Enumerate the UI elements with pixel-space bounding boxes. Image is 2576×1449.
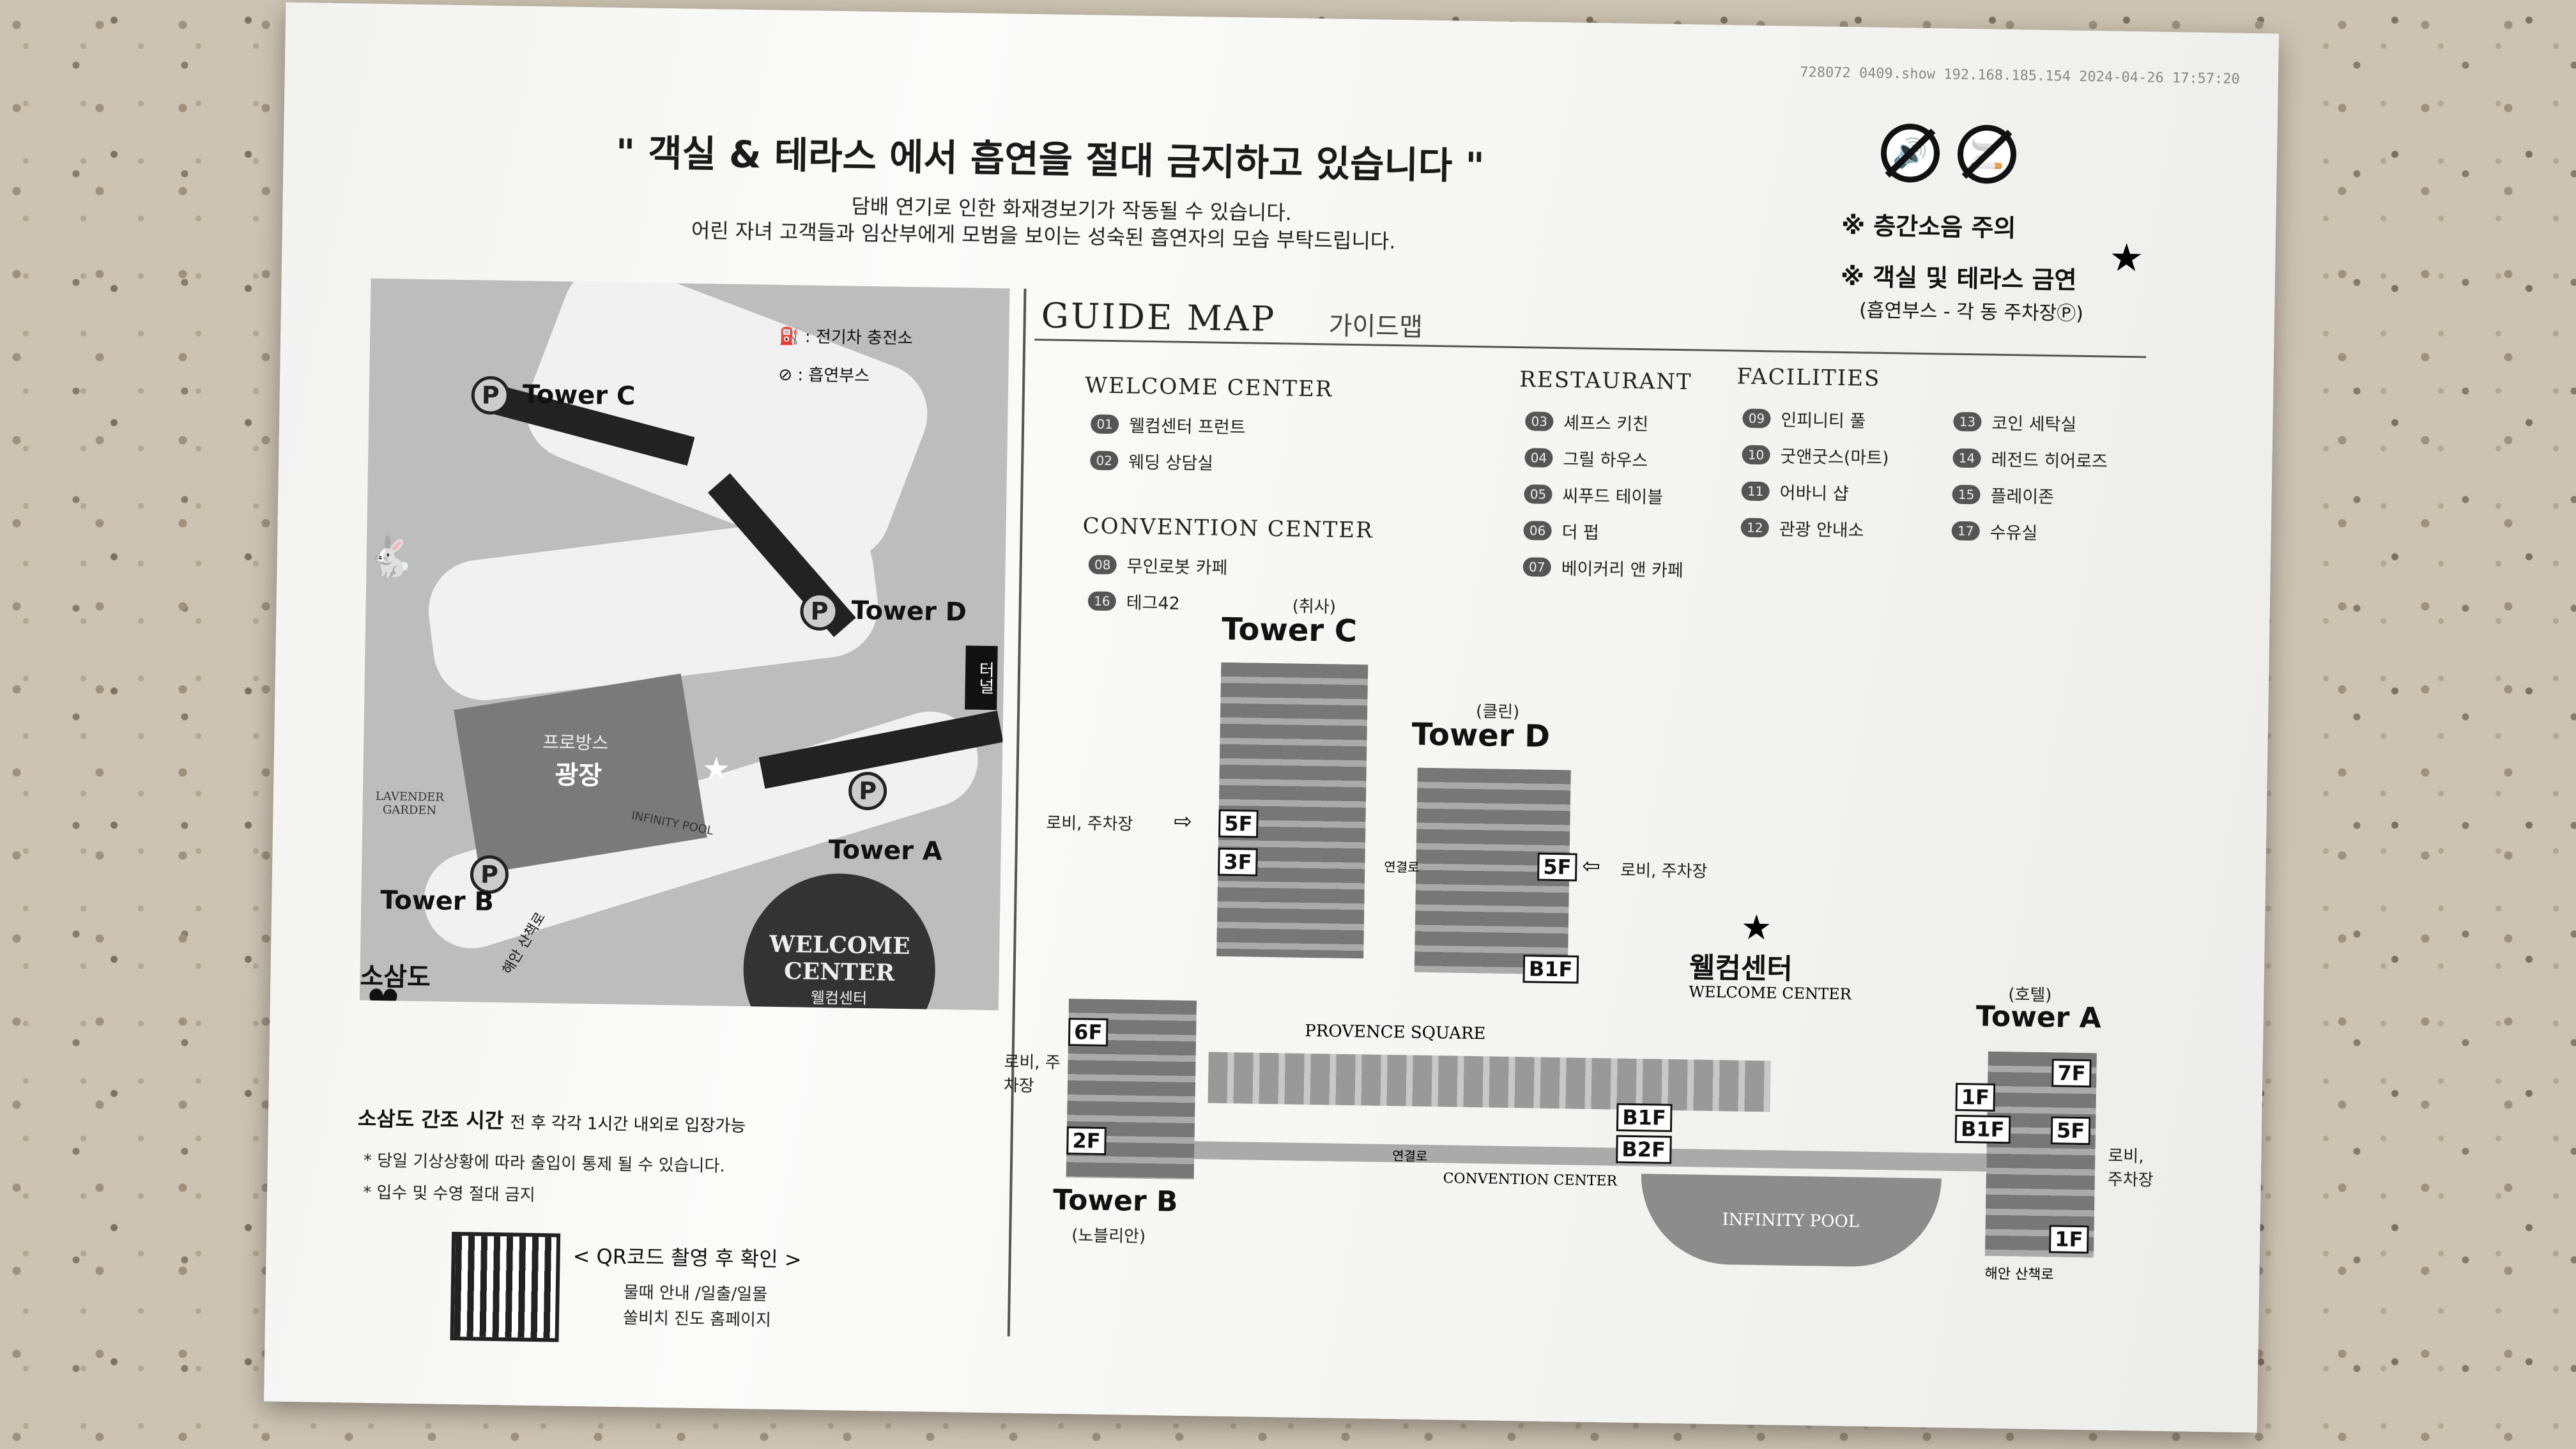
provence-square-elevation (1208, 1052, 1771, 1112)
legend-smoke: ⊘ : 흡연부스 (778, 365, 870, 387)
welcome-center-badge: WELCOME CENTER 웰컴센터 (742, 872, 937, 1011)
section-tower-a: Tower A (1975, 1000, 2102, 1035)
rabbit-icon: 🐇 (366, 534, 415, 580)
weather-note: * 당일 기상상황에 따라 출입이 통제 될 수 있습니다. (363, 1151, 725, 1176)
welcome-en-label: WELCOME CENTER (1689, 983, 1851, 1004)
map-tower-b: Tower B (379, 885, 494, 917)
legend-ev: ⛽ : 전기차 충전소 (779, 326, 913, 349)
heart-icon: ♥ (365, 981, 401, 1011)
tower-b-link-floor: 2F (1066, 1126, 1107, 1156)
convention-center-heading: CONVENTION CENTER (1082, 513, 1374, 544)
tower-a-lobby-floor: 5F (2050, 1116, 2091, 1146)
conv-b1: B1F (1616, 1103, 1673, 1132)
tower-b-lobby-label: 로비, 주차장 (1003, 1052, 1061, 1096)
qr-code[interactable] (450, 1231, 561, 1342)
link-bc: 연결로 (1392, 1148, 1428, 1164)
link-cd: 연결로 (1384, 859, 1420, 875)
guide-rule (1034, 339, 2147, 358)
facilities-heading: FACILITIES (1736, 364, 1881, 392)
map-tower-d: Tower D (851, 595, 967, 627)
panel-divider (1007, 288, 1027, 1337)
swim-note: * 입수 및 수영 절대 금지 (362, 1183, 535, 1205)
star-icon: ★ (1740, 907, 1772, 948)
tower-b-note: (노블리안) (1071, 1226, 1146, 1247)
provence-label: PROVENCE SQUARE (1305, 1021, 1486, 1044)
paper-sheet: 728072 0409.show 192.168.185.154 2024-04… (263, 2, 2280, 1433)
section-infinity-pool: INFINITY POOL (1722, 1210, 1860, 1232)
plaza-label-top: 프로방스 (542, 732, 609, 754)
tide-info: 소삼도 간조 시간 전 후 각각 1시간 내외로 입장가능 (357, 1106, 746, 1137)
arrow-right-icon: ⇨ (1174, 808, 1193, 835)
noise-notice: ※ 층간소음 주의 (1841, 211, 2016, 243)
map-tower-a: Tower A (828, 835, 943, 866)
tunnel-label: 터널 (965, 645, 998, 710)
map-tower-c: Tower C (522, 379, 636, 411)
welcome-center-heading: WELCOME CENTER (1084, 372, 1333, 402)
star-icon: ★ (702, 750, 731, 788)
section-tower-b: Tower B (1052, 1183, 1178, 1218)
arrow-left-icon: ⇦ (1582, 853, 1601, 880)
section-tower-c: Tower C (1221, 611, 1358, 650)
tower-d-lobby-label: 로비, 주차장 (1620, 861, 1708, 882)
no-noise-icon: 🔊 (1880, 123, 1940, 183)
smoking-booth-note: (흡연부스 - 각 동 주차장Ⓟ) (1859, 299, 2084, 325)
infinity-pool-shape: INFINITY POOL (1639, 1174, 1942, 1268)
qr-line-2: 쏠비치 진도 홈페이지 (622, 1308, 772, 1330)
section-coast-road: 해안 산책로 (1984, 1266, 2054, 1284)
wc-1f: 1F (1955, 1082, 1996, 1112)
tower-a-1f: 1F (2048, 1225, 2089, 1254)
wc-b1: B1F (1954, 1114, 2011, 1144)
area-map: ⛽ : 전기차 충전소 ⊘ : 흡연부스 P Tower C P Tower D… (359, 278, 1010, 1011)
no-smoking-icon: 🚬 (1957, 124, 2017, 185)
tower-a-lobby-label: 로비, 주차장 (2107, 1146, 2154, 1190)
tower-d-b1-floor: B1F (1522, 954, 1579, 984)
tower-c-lobby-label: 로비, 주차장 (1046, 813, 1133, 834)
welcome-kr-label: 웰컴센터 (1689, 951, 1793, 986)
link-corridor (1194, 1141, 1987, 1172)
tower-c-link-floor: 3F (1218, 847, 1258, 877)
plaza-label: 광장 (555, 760, 602, 791)
tower-c-lobby-floor: 5F (1218, 809, 1259, 838)
guide-map-title: GUIDE MAP (1041, 295, 1276, 340)
convention-label: CONVENTION CENTER (1443, 1170, 1618, 1190)
headline: " 객실 & 테라스 에서 흡연을 절대 금지하고 있습니다 " (615, 130, 1485, 188)
star-icon: ★ (2108, 235, 2144, 281)
conv-b2: B2F (1616, 1135, 1672, 1164)
section-tower-d: Tower D (1411, 716, 1551, 755)
qr-line-1: 물때 안내 /일출/일몰 (623, 1283, 768, 1305)
tower-d-lobby-floor: 5F (1537, 852, 1577, 882)
tower-b-lobby-floor: 6F (1068, 1018, 1108, 1047)
guide-map-title-kr: 가이드맵 (1328, 311, 1423, 342)
nosmoke-notice: ※ 객실 및 테라스 금연 (1840, 262, 2077, 295)
tower-a-7f: 7F (2051, 1059, 2092, 1088)
qr-title: < QR코드 촬영 후 확인 > (572, 1243, 802, 1272)
print-stamp: 728072 0409.show 192.168.185.154 2024-04… (1800, 64, 2241, 88)
restaurant-heading: RESTAURANT (1519, 367, 1692, 395)
